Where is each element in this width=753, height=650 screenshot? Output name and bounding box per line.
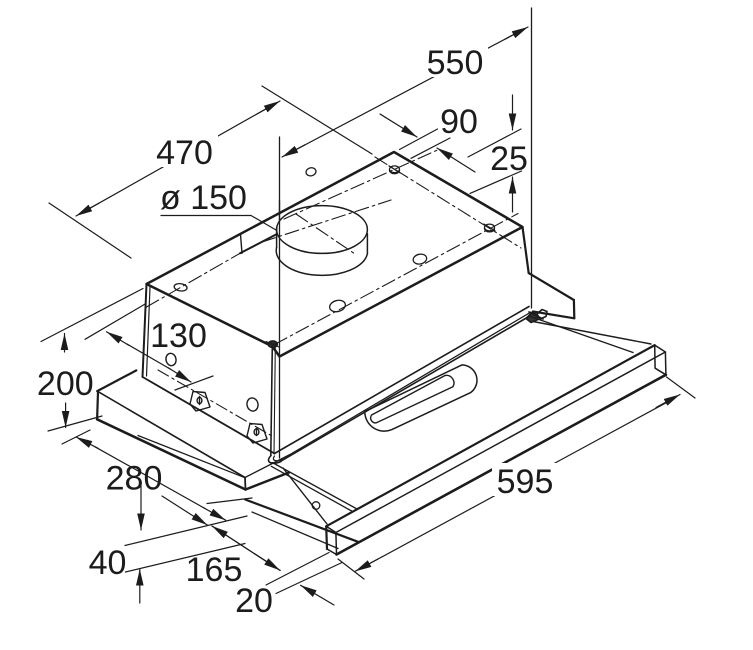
svg-text:550: 550	[427, 44, 484, 82]
svg-text:40: 40	[89, 544, 127, 582]
svg-text:165: 165	[186, 551, 243, 589]
svg-text:470: 470	[156, 134, 213, 172]
svg-text:ø 150: ø 150	[160, 179, 247, 217]
svg-text:200: 200	[37, 365, 94, 403]
svg-text:595: 595	[497, 463, 554, 501]
svg-text:90: 90	[440, 103, 478, 141]
svg-text:280: 280	[106, 460, 163, 498]
svg-text:20: 20	[235, 582, 273, 620]
svg-text:25: 25	[490, 140, 528, 178]
svg-text:130: 130	[150, 317, 207, 355]
